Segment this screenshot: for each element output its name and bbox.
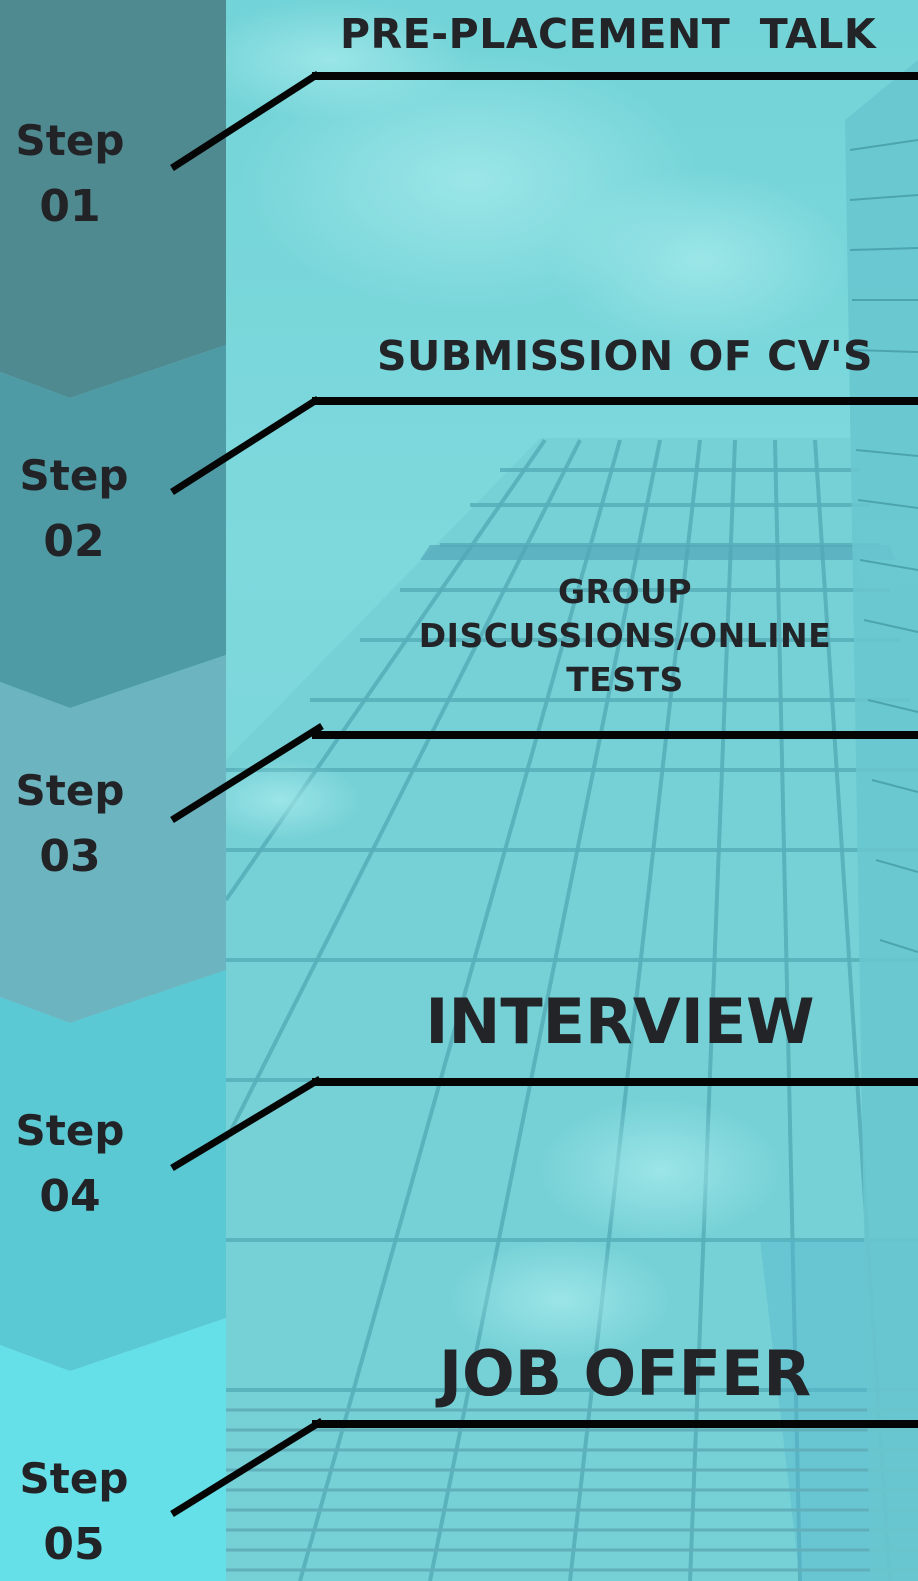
connector-line-1 (170, 71, 320, 171)
step-band-1 (0, 0, 226, 398)
title-underline-3 (312, 731, 918, 739)
step-title-1: PRE-PLACEMENT TALK (340, 10, 877, 58)
step-label-05: Step 05 (4, 1446, 144, 1578)
title-underline-4 (312, 1078, 918, 1086)
step-number: 05 (43, 1519, 105, 1570)
step-title-4: INTERVIEW (425, 985, 815, 1058)
step-label-03: Step 03 (0, 758, 140, 890)
connector-line-5 (170, 1418, 324, 1517)
step-title-3-line-2: DISCUSSIONS/ONLINE (418, 616, 832, 655)
step-word: Step (19, 1454, 129, 1503)
step-number: 02 (43, 516, 105, 567)
step-number: 04 (39, 1171, 101, 1222)
step-word: Step (15, 766, 125, 815)
step-label-01: Step 01 (0, 108, 140, 240)
title-underline-1 (312, 72, 918, 80)
step-band-3 (0, 655, 226, 1023)
step-word: Step (15, 1106, 125, 1155)
connector-line-2 (170, 396, 320, 495)
step-column (0, 0, 226, 1581)
step-number: 01 (39, 181, 101, 232)
step-band-4 (0, 970, 226, 1371)
step-number: 03 (39, 831, 101, 882)
title-underline-2 (312, 397, 918, 405)
connector-line-3 (170, 723, 324, 823)
step-band-5 (0, 1318, 226, 1581)
connector-line-4 (170, 1076, 322, 1171)
step-label-04: Step 04 (0, 1098, 140, 1230)
step-title-3-line-3: TESTS (566, 660, 684, 699)
step-title-3: GROUP DISCUSSIONS/ONLINE TESTS (380, 570, 870, 702)
step-label-02: Step 02 (4, 443, 144, 575)
title-underline-5 (312, 1420, 918, 1428)
step-title-5: JOB OFFER (438, 1337, 812, 1410)
step-band-2 (0, 345, 226, 708)
step-title-3-line-1: GROUP (557, 572, 693, 611)
step-title-2: SUBMISSION OF CV'S (376, 332, 874, 380)
step-word: Step (19, 451, 129, 500)
step-word: Step (15, 116, 125, 165)
